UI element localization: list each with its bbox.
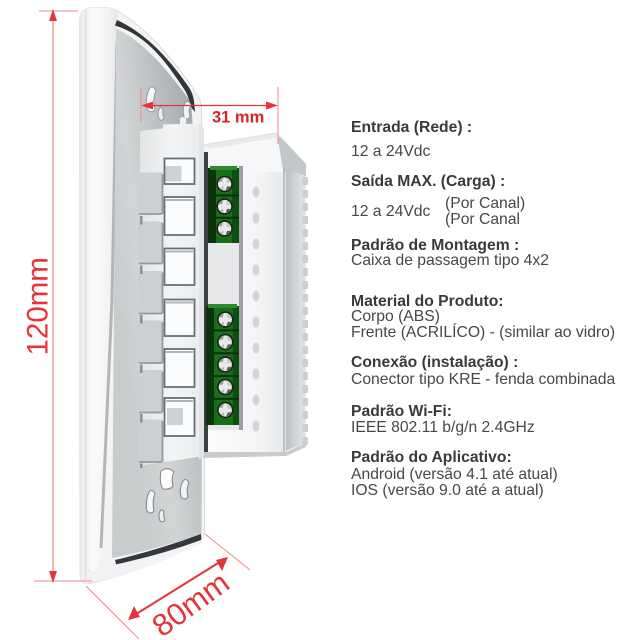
svg-text:(Por Canal: (Por Canal	[445, 211, 520, 228]
svg-text:Android (versão 4.1 até atual): Android (versão 4.1 até atual)	[351, 466, 558, 483]
svg-text:Material do Produto:: Material do Produto:	[351, 293, 504, 310]
svg-text:120mm: 120mm	[22, 257, 55, 355]
svg-text:Conector tipo KRE - fenda comb: Conector tipo KRE - fenda combinada	[351, 371, 615, 388]
svg-text:Frente (ACRILÍCO) - (similar a: Frente (ACRILÍCO) - (similar ao vidro)	[351, 322, 615, 341]
svg-text:31 mm: 31 mm	[212, 109, 264, 127]
svg-text:IOS (versão 9.0 até a atual): IOS (versão 9.0 até a atual)	[351, 482, 544, 499]
svg-text:IEEE 802.11 b/g/n 2.4GHz: IEEE 802.11 b/g/n 2.4GHz	[351, 419, 535, 436]
svg-text:Entrada (Rede) :: Entrada (Rede) :	[351, 119, 472, 136]
svg-text:12 a 24Vdc: 12 a 24Vdc	[351, 143, 431, 160]
svg-text:Caixa de passagem tipo 4x2: Caixa de passagem tipo 4x2	[351, 252, 549, 269]
svg-text:80mm: 80mm	[146, 565, 236, 640]
svg-text:Padrão de Montagem :: Padrão de Montagem :	[351, 237, 519, 254]
svg-text:Conexão (instalação) :: Conexão (instalação) :	[351, 354, 518, 371]
svg-text:Padrão do Aplicativo:: Padrão do Aplicativo:	[351, 449, 512, 466]
svg-text:(Por Canal): (Por Canal)	[445, 195, 525, 212]
svg-text:12 a 24Vdc: 12 a 24Vdc	[351, 203, 431, 220]
svg-text:Corpo (ABS): Corpo (ABS)	[351, 308, 440, 325]
svg-text:Saída MAX. (Carga) :: Saída MAX. (Carga) :	[351, 173, 505, 190]
svg-text:Padrão Wi-Fi:: Padrão Wi-Fi:	[351, 403, 452, 420]
